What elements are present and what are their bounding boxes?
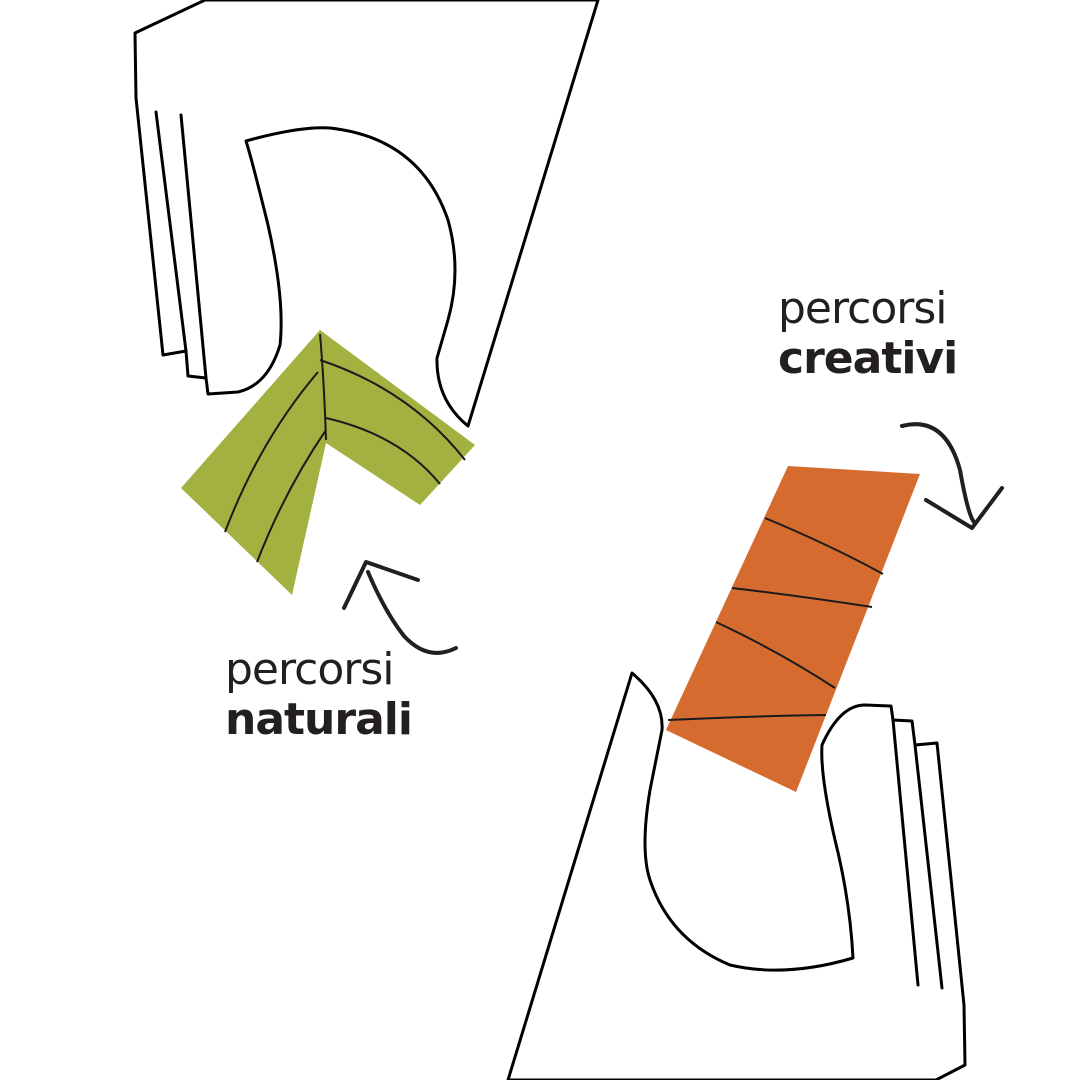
bottom-hand-finger-line-2 xyxy=(913,743,944,990)
creativi-line2: creativi xyxy=(778,333,958,384)
leaf-vein-3 xyxy=(224,371,319,533)
label-percorsi-naturali: percorsi naturali xyxy=(225,644,413,745)
naturali-line2: naturali xyxy=(225,694,413,745)
leaf-shape xyxy=(181,330,475,595)
naturali-line1: percorsi xyxy=(225,644,394,695)
top-hand-finger-line-1 xyxy=(154,110,188,353)
creativi-arrow-icon xyxy=(900,422,1004,530)
top-hand-finger-line-2 xyxy=(179,113,208,380)
leaf-vein-4 xyxy=(256,429,327,563)
leaf-icon xyxy=(181,330,475,595)
stick-line-1 xyxy=(764,517,884,575)
leaf-vein-2 xyxy=(325,417,441,485)
creativi-line1: percorsi xyxy=(778,283,947,334)
leaf-vein-1 xyxy=(319,359,466,461)
top-hand-outline xyxy=(133,0,600,428)
naturali-arrow-icon xyxy=(342,560,458,655)
top-hand-icon xyxy=(133,0,600,428)
bottom-hand-icon xyxy=(506,671,967,1080)
stick-line-4 xyxy=(667,714,827,721)
stick-icon xyxy=(666,466,920,792)
stick-line-3 xyxy=(715,621,836,689)
stick-shape xyxy=(666,466,920,792)
bottom-hand-outline xyxy=(506,671,967,1080)
stick-line-2 xyxy=(731,587,873,608)
bottom-hand-finger-line-1 xyxy=(891,718,920,987)
label-percorsi-creativi: percorsi creativi xyxy=(778,283,958,384)
leaf-vein-center xyxy=(319,333,327,441)
